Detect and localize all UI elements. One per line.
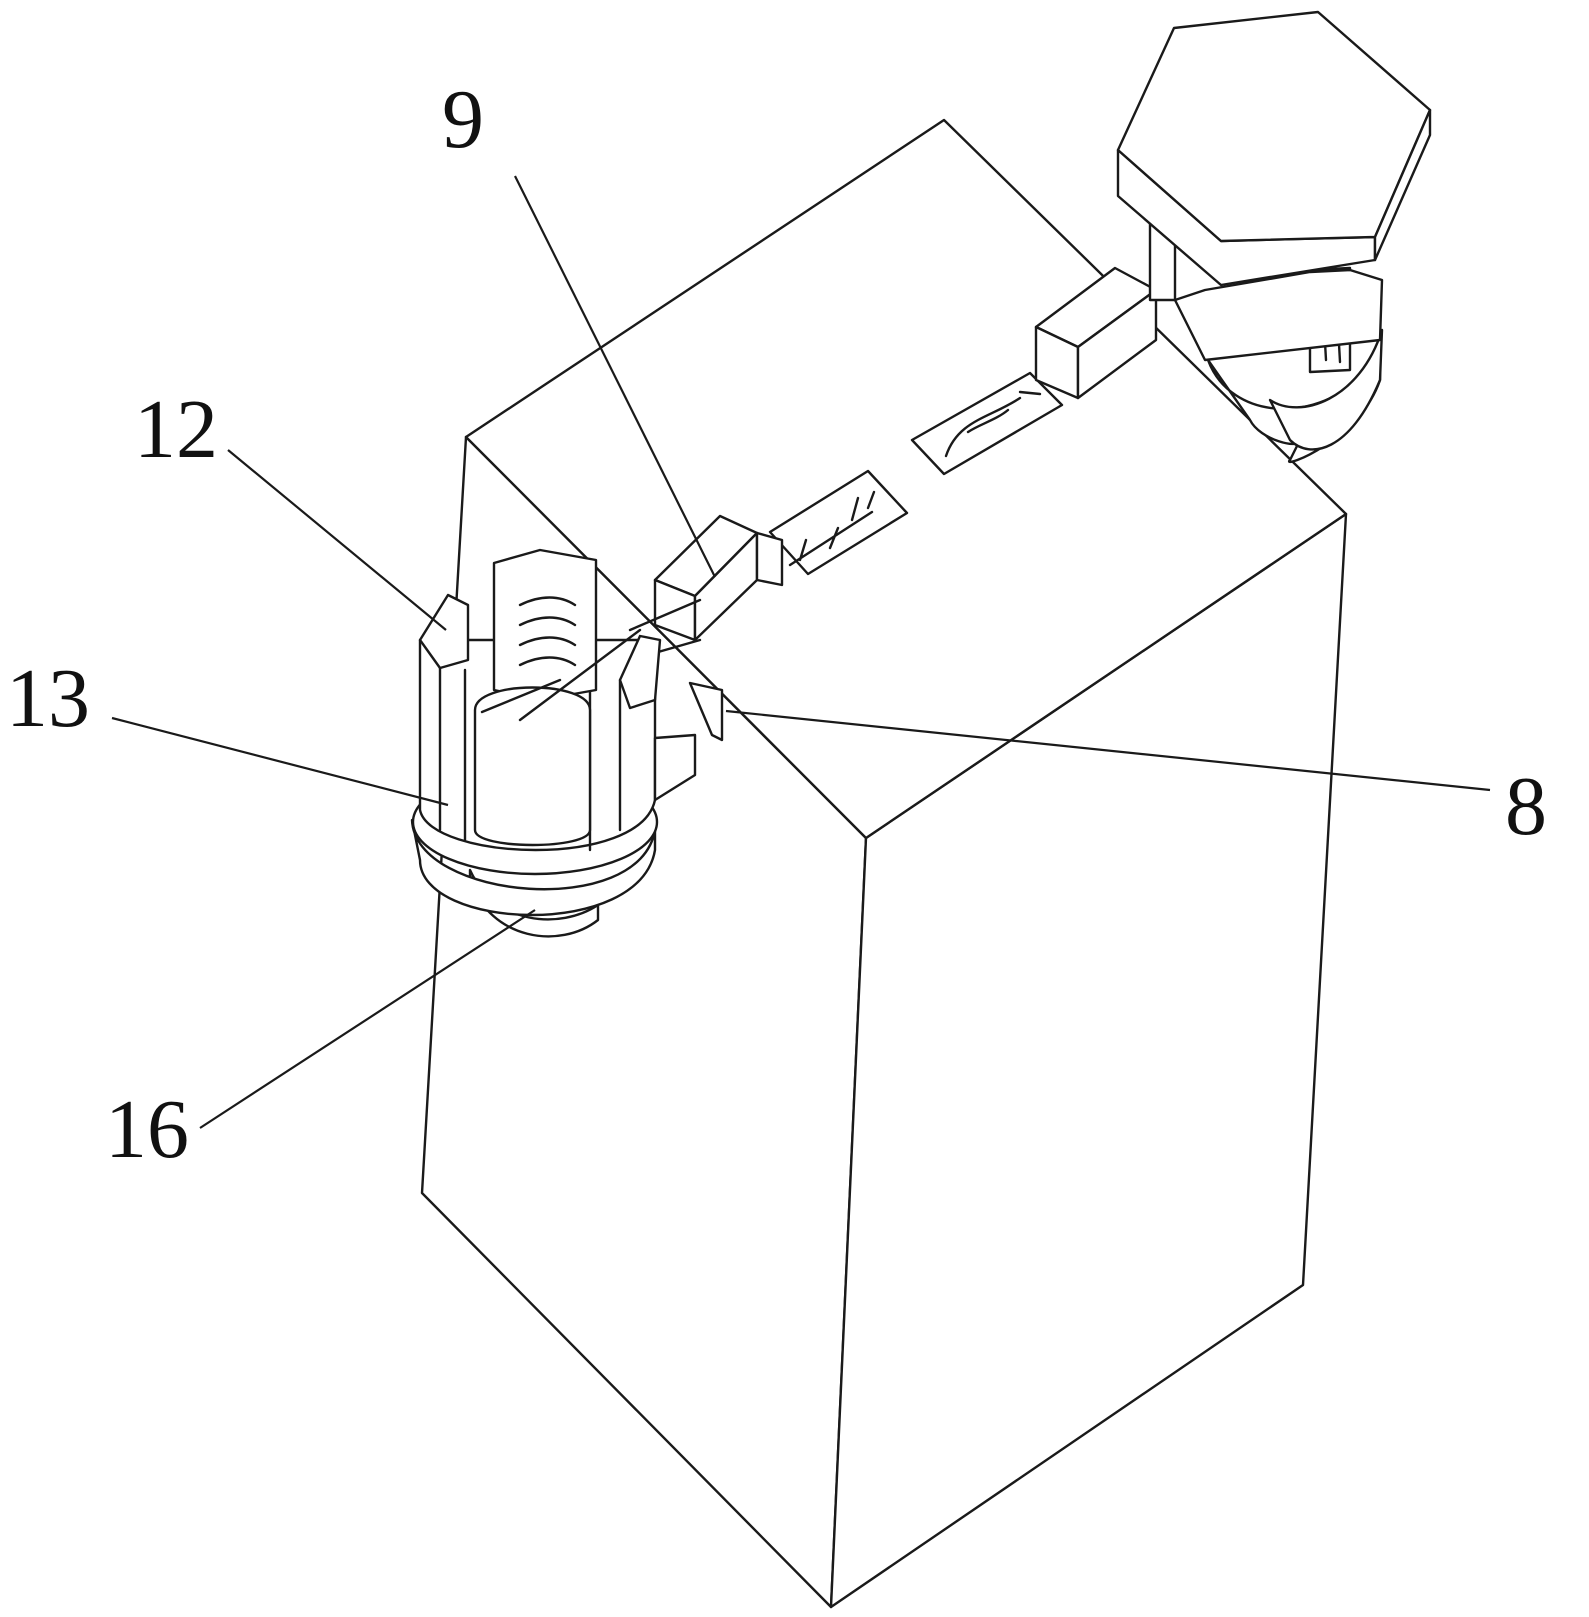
label-8: 8 [1505,760,1547,853]
leader-13 [112,718,448,805]
leader-12 [228,450,446,630]
label-13: 13 [6,652,90,745]
label-12: 12 [134,383,218,476]
front-block-step [757,533,782,585]
front-center-nut [494,550,596,700]
label-16: 16 [105,1083,189,1176]
label-9: 9 [442,73,484,166]
